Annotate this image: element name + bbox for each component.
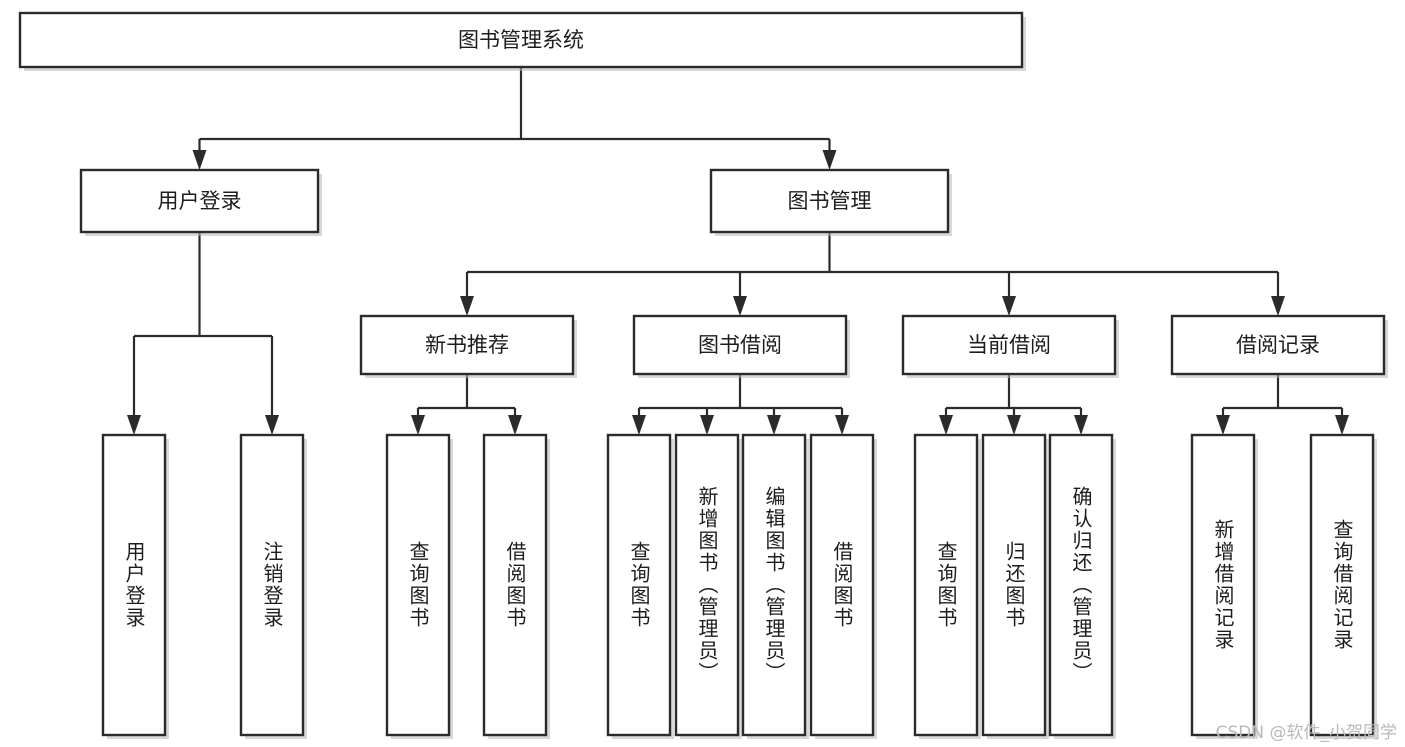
- arrow-head-icon: [1216, 415, 1230, 435]
- node-label-new_book_rec: 新书推荐: [425, 333, 509, 357]
- node-box-leaf-return-book[interactable]: [981, 433, 1047, 737]
- arrow-head-icon: [822, 150, 837, 170]
- node-box-leaf-query-record[interactable]: [1309, 433, 1375, 737]
- arrow-head-icon: [1007, 415, 1021, 435]
- node-box-root[interactable]: [18, 11, 1024, 69]
- arrow-head-icon: [733, 296, 747, 316]
- node-box-leaf-add-book[interactable]: [674, 433, 740, 737]
- node-box-user_login[interactable]: [79, 168, 320, 234]
- node-label-current_borrow: 当前借阅: [967, 333, 1051, 357]
- arrow-head-icon: [460, 296, 474, 316]
- node-box-borrow_record[interactable]: [1170, 314, 1386, 376]
- node-box-current_borrow[interactable]: [901, 314, 1117, 376]
- arrow-head-icon: [700, 415, 714, 435]
- watermark: CSDN @软件_小贺同学: [1215, 723, 1397, 743]
- arrow-head-icon: [411, 415, 425, 435]
- node-label-book_borrow: 图书借阅: [698, 333, 782, 357]
- arrow-head-icon: [767, 415, 781, 435]
- node-box-leaf-borrow-book[interactable]: [809, 433, 875, 737]
- node-box-leaf-user-login[interactable]: [101, 433, 167, 737]
- node-label-book_manage: 图书管理: [788, 189, 872, 213]
- arrow-head-icon: [1271, 296, 1285, 316]
- node-box-leaf-add-record[interactable]: [1190, 433, 1256, 737]
- node-box-layer: [18, 11, 1388, 739]
- node-box-book_manage[interactable]: [709, 168, 950, 234]
- node-box-leaf-query-book-borrow[interactable]: [606, 433, 672, 737]
- arrow-head-icon: [127, 415, 141, 435]
- node-label-borrow_record: 借阅记录: [1236, 333, 1320, 357]
- node-box-leaf-query-book-cur[interactable]: [913, 433, 979, 737]
- arrow-head-icon: [1002, 296, 1016, 316]
- arrow-head-icon: [192, 150, 207, 170]
- node-box-leaf-borrow-book-rec[interactable]: [482, 433, 548, 737]
- node-box-leaf-edit-book[interactable]: [741, 433, 807, 737]
- arrow-head-icon: [1074, 415, 1088, 435]
- arrow-head-icon: [632, 415, 646, 435]
- node-box-leaf-logout[interactable]: [239, 433, 305, 737]
- node-label-user_login: 用户登录: [158, 189, 242, 213]
- node-box-leaf-query-book-rec[interactable]: [385, 433, 451, 737]
- connector-layer: [127, 67, 1349, 435]
- node-box-leaf-confirm-return[interactable]: [1048, 433, 1114, 737]
- arrow-head-icon: [265, 415, 279, 435]
- node-label-root: 图书管理系统: [458, 28, 584, 52]
- arrow-head-icon: [835, 415, 849, 435]
- arrow-head-icon: [508, 415, 522, 435]
- arrow-head-icon: [939, 415, 953, 435]
- arrow-head-icon: [1335, 415, 1349, 435]
- node-box-book_borrow[interactable]: [632, 314, 848, 376]
- node-box-new_book_rec[interactable]: [359, 314, 575, 376]
